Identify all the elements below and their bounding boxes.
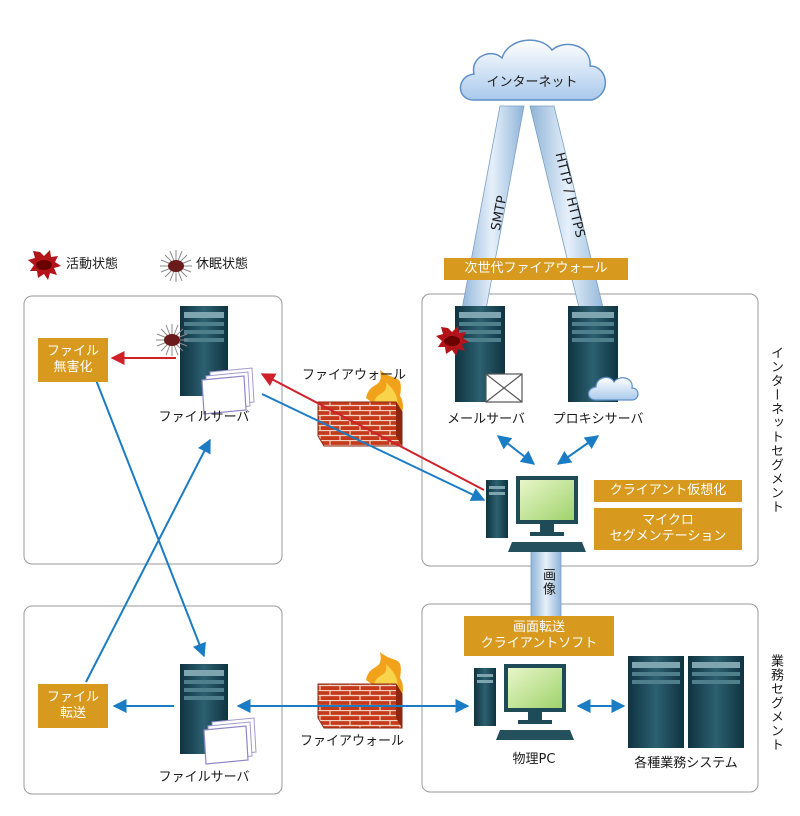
firewall-bottom-icon [317,652,403,729]
legend-dormant-label: 休眠状態 [196,257,249,272]
screen-transfer-box: 画面転送 クライアントソフト [464,616,614,656]
blue-arrow-transfer-to-top-server [85,438,211,683]
legend-active-label: 活動状態 [66,257,119,272]
file-transfer-box: ファイル 転送 [38,684,108,728]
internet-label: インターネット [486,75,577,90]
internet-cloud-icon [459,39,607,101]
business-systems-label: 各種業務システム [634,756,738,771]
internet-segment-label: インターネットセグメント [768,346,783,514]
red-arrow-pc-to-fileserver [260,373,485,491]
file-transfer-line-2: 転送 [59,706,86,721]
active-virus-icon [28,250,61,280]
micro-segmentation-box: マイクロ セグメンテーション [594,508,742,550]
document-stack-bottom-icon [203,717,257,765]
file-sanitize-line-1: ファイル [46,344,99,359]
business-systems-servers-icon [628,656,744,748]
smtp-label: SMTP [489,194,510,232]
image-link-label: 画像 [540,568,555,596]
firewall-top-icon [317,370,403,447]
virtual-client-pc-icon [486,476,586,552]
mail-server-icon [455,306,505,402]
mail-server-label: メールサーバ [447,412,525,427]
active-virus-on-server-icon [436,326,469,356]
screen-transfer-line-2: クライアントソフト [480,636,598,651]
file-transfer-line-1: ファイル [46,690,99,705]
business-segment-label: 業務セグメント [768,654,783,752]
file-server-top-label: ファイルサーバ [158,410,250,425]
client-virtualization-box: クライアント仮想化 [594,480,742,502]
file-server-bottom-label: ファイルサーバ [158,770,250,785]
firewall-bottom-label: ファイアウォール [299,734,405,749]
small-cloud-icon [587,376,639,401]
physical-pc-label: 物理PC [512,752,556,767]
next-gen-firewall-box: 次世代ファイアウォール [444,258,628,280]
file-sanitize-box: ファイル 無害化 [38,338,108,382]
micro-segmentation-line-2: セグメンテーション [609,529,727,544]
firewall-top-label: ファイアウォール [301,368,407,383]
business-segment-frame [421,603,759,793]
file-sanitize-line-2: 無害化 [53,360,93,375]
proxy-server-label: プロキシサーバ [552,412,644,427]
blue-arrow-proxy-pc [556,435,600,465]
blue-arrow-fileserver-to-pc [261,393,486,501]
document-stack-top-icon [201,367,255,415]
segment-frame-top-left [23,295,283,565]
dormant-virus-on-server-icon [156,324,188,356]
screen-transfer-line-1: 画面転送 [512,620,565,635]
blue-arrow-sanitize-to-bottom-server [95,379,206,658]
dormant-virus-icon [160,250,192,282]
image-pipe [530,547,562,619]
envelope-icon [485,373,523,403]
micro-segmentation-line-1: マイクロ [642,513,694,528]
physical-pc-icon [474,664,574,740]
blue-arrow-mail-pc [496,435,536,465]
